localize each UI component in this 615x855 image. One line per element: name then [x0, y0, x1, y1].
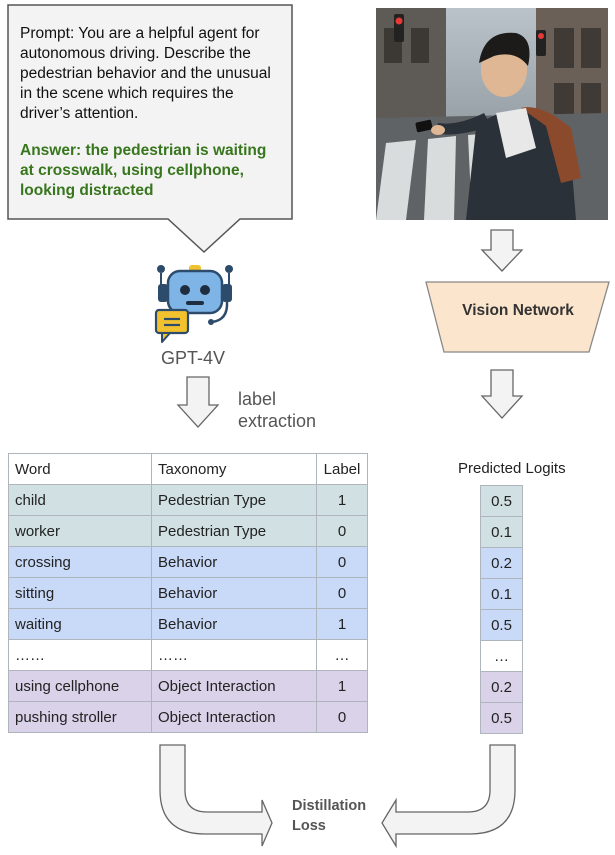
taxonomy-cell: Behavior [151, 546, 317, 578]
distillation-loss-label: Distillation Loss [292, 796, 366, 836]
robot-head-icon [157, 265, 233, 325]
logit-row: 0.5 [480, 702, 523, 734]
label-cell: 0 [316, 577, 368, 609]
taxonomy-cell: Object Interaction [151, 670, 317, 702]
logit-row: 0.5 [480, 609, 523, 641]
arrow-logits-to-loss [381, 744, 516, 849]
logit-cell: 0.2 [480, 671, 523, 703]
header-taxonomy: Taxonomy [151, 453, 317, 485]
word-cell: …… [8, 639, 152, 671]
distillation-line-1: Distillation [292, 798, 367, 814]
answer-text: Answer: the pedestrian is waiting at cro… [20, 142, 267, 199]
label-cell: 0 [316, 546, 368, 578]
table-row: …………… [8, 639, 368, 671]
logit-cell: 0.1 [480, 578, 523, 610]
arrow-gpt-to-table [176, 376, 220, 428]
label-cell: 1 [316, 608, 368, 640]
gpt-4v-label: GPT-4V [161, 348, 226, 368]
word-cell: crossing [8, 546, 152, 578]
table-header-row: Word Taxonomy Label [8, 453, 368, 485]
taxonomy-cell: …… [151, 639, 317, 671]
logit-cell: 0.5 [480, 702, 523, 734]
prompt-bubble: Prompt: You are a helpful agent for auto… [20, 24, 284, 201]
logit-row: 0.1 [480, 516, 523, 548]
label-cell: 1 [316, 670, 368, 702]
taxonomy-cell: Behavior [151, 608, 317, 640]
taxonomy-cell: Pedestrian Type [151, 515, 317, 547]
vision-network-box [425, 281, 610, 353]
label-cell: 1 [316, 484, 368, 516]
label-extraction-line-2: extraction [238, 411, 317, 431]
logit-row: 0.2 [480, 547, 523, 579]
predicted-logits-header: Predicted Logits [458, 460, 566, 477]
logit-cell: 0.2 [480, 547, 523, 579]
logit-cell: 0.5 [480, 485, 523, 517]
word-cell: child [8, 484, 152, 516]
prompt-bubble-shape [7, 4, 293, 254]
logit-row: 0.1 [480, 578, 523, 610]
logit-cell: … [480, 640, 523, 672]
word-cell: pushing stroller [8, 701, 152, 733]
word-cell: sitting [8, 577, 152, 609]
vision-network-label: Vision Network [462, 302, 574, 319]
logit-cell: 0.1 [480, 516, 523, 548]
header-word: Word [8, 453, 152, 485]
logit-row: … [480, 640, 523, 672]
logit-row: 0.2 [480, 671, 523, 703]
label-cell: 0 [316, 701, 368, 733]
arrow-labels-to-loss [159, 744, 273, 847]
taxonomy-cell: Behavior [151, 577, 317, 609]
prompt-text: Prompt: You are a helpful agent for auto… [20, 25, 271, 122]
label-extraction-caption: label extraction [238, 388, 316, 432]
label-cell: … [316, 639, 368, 671]
arrow-photo-to-network [480, 229, 524, 272]
taxonomy-cell: Object Interaction [151, 701, 317, 733]
label-extraction-line-1: label [238, 389, 277, 409]
arrow-network-to-logits [480, 369, 524, 419]
word-cell: waiting [8, 608, 152, 640]
word-cell: worker [8, 515, 152, 547]
scene-photo [376, 8, 608, 220]
distillation-line-2: Loss [292, 818, 326, 834]
taxonomy-cell: Pedestrian Type [151, 484, 317, 516]
chat-bubble-icon [154, 308, 190, 343]
word-cell: using cellphone [8, 670, 152, 702]
logit-row: 0.5 [480, 485, 523, 517]
label-cell: 0 [316, 515, 368, 547]
header-label: Label [316, 453, 368, 485]
logit-cell: 0.5 [480, 609, 523, 641]
